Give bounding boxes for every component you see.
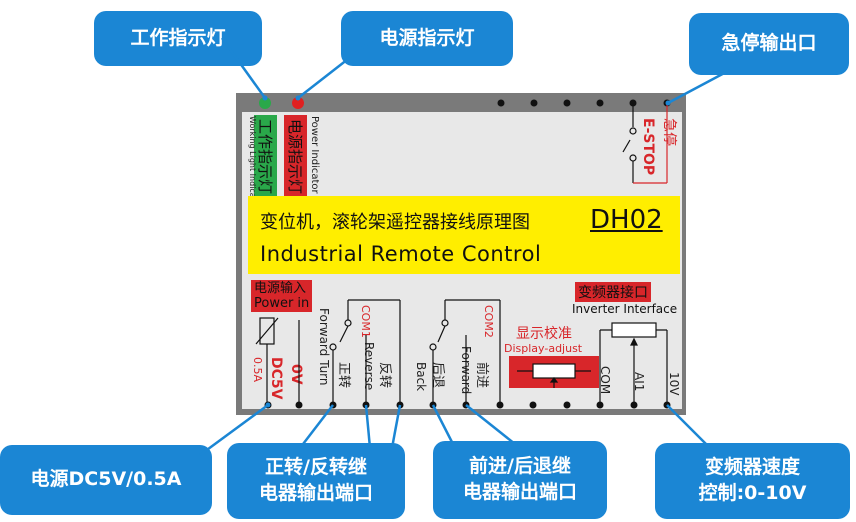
callout-fwd-back-line2: 电器输出端口 bbox=[462, 481, 577, 503]
leader-endpoints bbox=[262, 95, 671, 408]
working-led-icon bbox=[259, 97, 271, 109]
inverter-pot-icon bbox=[599, 322, 668, 402]
power-led-icon bbox=[292, 97, 304, 109]
display-cn-label: 显示校准 bbox=[516, 326, 572, 342]
callout-power-led: 电源指示灯 bbox=[341, 11, 513, 66]
relay1-contacts-icon bbox=[329, 299, 401, 402]
callout-fwd-back: 前进/后退继 电器输出端口 bbox=[433, 441, 607, 519]
power-in-label: 电源输入 Power in bbox=[251, 280, 313, 312]
relay2-contacts-icon bbox=[429, 299, 501, 402]
callout-power-dc: 电源DC5V/0.5A bbox=[0, 445, 212, 515]
callout-estop-text: 急停输出口 bbox=[721, 32, 817, 55]
top-terminals bbox=[497, 99, 671, 107]
callout-power-led-text: 电源指示灯 bbox=[379, 26, 475, 49]
callout-leaders bbox=[199, 37, 731, 457]
callout-estop: 急停输出口 bbox=[689, 13, 849, 75]
callout-fwd-back-line1: 前进/后退继 bbox=[469, 455, 571, 478]
callout-working-led-text: 工作指示灯 bbox=[130, 26, 226, 49]
banner-title-cn: 变位机，滚轮架遥控器接线原理图 bbox=[260, 212, 530, 233]
callout-inverter-line1: 变频器速度 bbox=[704, 456, 800, 479]
callout-fwd-rev: 正转/反转继 电器输出端口 bbox=[227, 443, 405, 519]
inverter-cn-label: 变频器接口 bbox=[575, 282, 651, 302]
title-banner: 变位机，滚轮架遥控器接线原理图 DH02 Industrial Remote C… bbox=[248, 196, 680, 274]
display-en-label: Display-adjust bbox=[504, 342, 583, 355]
callout-fwd-rev-line1: 正转/反转继 bbox=[265, 456, 367, 479]
callout-working-led: 工作指示灯 bbox=[94, 11, 262, 66]
callout-inverter-line2: 控制:0-10V bbox=[698, 482, 807, 504]
inverter-en-label: Inverter Interface bbox=[572, 302, 678, 316]
ptc-fuse-icon bbox=[255, 317, 300, 402]
callout-inverter: 变频器速度 控制:0-10V bbox=[655, 443, 850, 519]
callout-power-dc-text: 电源DC5V/0.5A bbox=[30, 468, 182, 491]
callout-fwd-rev-line2: 电器输出端口 bbox=[258, 482, 373, 504]
power-in-cn: 电源输入 bbox=[254, 281, 307, 296]
banner-title-en: Industrial Remote Control bbox=[260, 242, 542, 266]
estop-switch-icon bbox=[622, 103, 668, 184]
power-in-en: Power in bbox=[254, 296, 310, 311]
display-trim-pot-icon bbox=[517, 363, 591, 388]
banner-model: DH02 bbox=[590, 205, 663, 235]
